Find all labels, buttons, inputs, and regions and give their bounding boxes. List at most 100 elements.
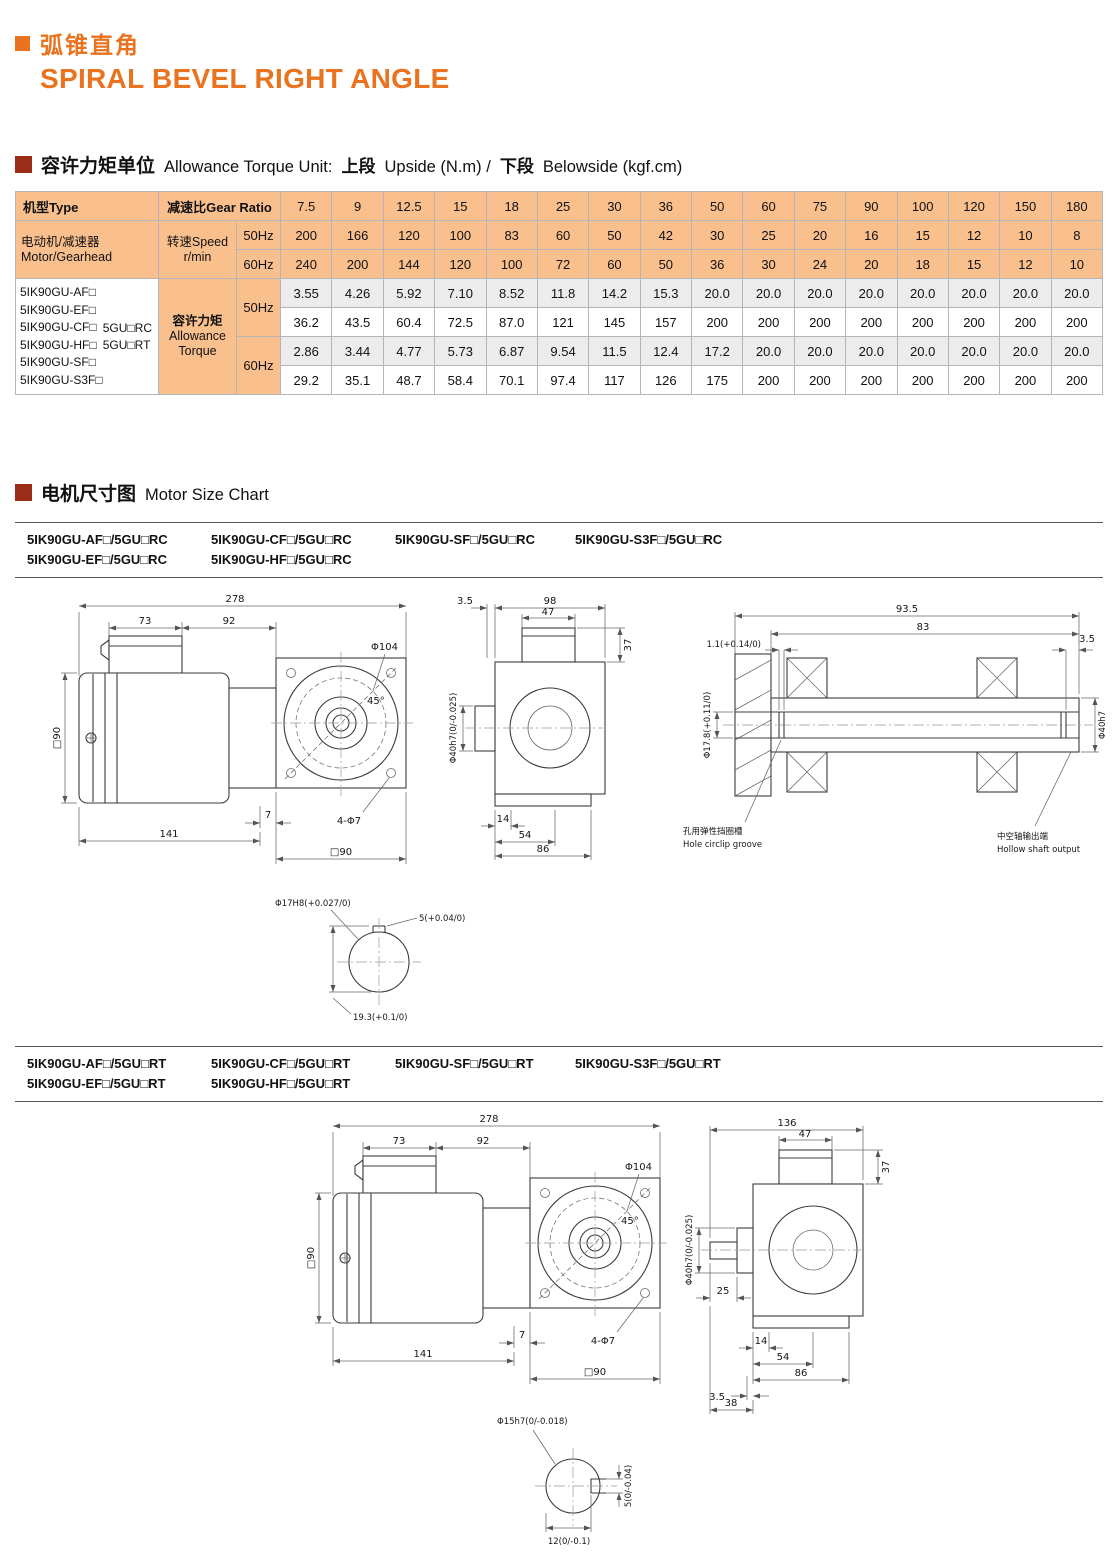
value-cell: 175 [690,365,744,395]
allowance-torque-header: 容许力矩 Allowance Torque [158,278,237,395]
dim-s14-label: 14 [755,1336,768,1347]
motor-header-cn: 电动机/减速器 [21,234,100,249]
rc-keyway-detail-drawing: Φ17H8(+0.027/0) 5(+0.04/0) 19.3(+0.1/0) [275,899,465,1023]
dim-across-label: 12(0/-0.1) [548,1537,590,1547]
dim-groove-w-label: 1.1(+0.14/0) [707,640,761,650]
value-cell: 100 [434,220,487,250]
value-cell: 200 [999,365,1052,395]
value-cell: 200 [845,307,898,337]
size-chart-heading-cn: 电机尺寸图 [41,484,137,505]
hz60-header: 60Hz [236,249,281,279]
value-cell: 97.4 [536,365,590,395]
dim-s54-label: 54 [519,830,532,841]
value-cell: 50 [639,249,693,279]
terminal-box [354,1155,437,1194]
value-cell: 2.86 [279,336,333,366]
value-cell: 200 [947,365,1001,395]
value-cell: 36 [690,249,744,279]
model-name: 5IK90GU-S3F□ [20,372,103,387]
value-cell: 10 [999,220,1052,250]
page-title-en: SPIRAL BEVEL RIGHT ANGLE [40,63,450,94]
dim-offset-label: 3.5 [457,596,473,607]
torque-section-heading: 容许力矩单位 Allowance Torque Unit: 上段 Upside … [15,151,1105,178]
value-cell: 200 [690,307,744,337]
terminal-box [100,635,183,674]
value-cell: 157 [639,307,693,337]
model-name: 5IK90GU-AF□ [20,285,96,299]
motor-gearhead-header: 电动机/减速器 Motor/Gearhead [15,220,159,279]
value-cell: 43.5 [331,307,384,337]
value-cell: 100 [896,191,949,221]
value-cell: 15 [947,249,1001,279]
value-cell: 3.55 [279,278,333,308]
gearhead-body [701,1183,864,1329]
dim-total-label: 278 [479,1114,498,1125]
value-cell: 9 [331,191,384,221]
allowance-header-en1: Allowance [169,329,226,343]
dim-total-label: 278 [225,594,244,605]
dim-motor-len-label: 141 [159,829,178,840]
model-variant-label: 5IK90GU-S3F□/5GU□RT [575,1056,721,1071]
shaft-with-keyway [535,1448,617,1526]
value-cell: 120 [947,191,1001,221]
value-cell: 20.0 [896,278,949,308]
value-cell: 20.0 [742,278,795,308]
value-cell: 58.4 [434,365,487,395]
orange-square-icon [15,35,30,51]
dim-circle-label: Φ104 [625,1162,652,1173]
dim-s86-label: 86 [537,844,550,855]
dim-keyway-width-label: 5(+0.04/0) [419,914,465,924]
value-cell: 20.0 [690,278,744,308]
value-cell: 126 [639,365,693,395]
rt-drawings: 278 73 92 [15,1102,1103,1547]
dim-shaft-d-label: Φ40h7(0/-0.025) [685,1215,695,1286]
value-cell: 20.0 [793,336,847,366]
model-variant-label: 5IK90GU-EF□/5GU□RC [27,552,167,567]
torque-belowside-cn: 下段 [499,157,534,176]
value-cell: 3.44 [331,336,384,366]
value-cell: 20.0 [999,336,1052,366]
value-cell: 20.0 [1050,278,1104,308]
dim-box-h-label: 37 [881,1161,892,1174]
dim-flange-label: □90 [330,847,352,858]
rc-front-view-drawing: 3.5 98 47 37 Φ40h7(0/-0.025) 14 [449,596,634,860]
value-cell: 20 [793,220,847,250]
value-cell: 36 [639,191,693,221]
value-cell: 5.92 [382,278,436,308]
hollow-shaft [723,697,1093,753]
value-cell: 20.0 [1050,336,1104,366]
value-cell: 15 [434,191,487,221]
page-title-block: 弧锥直角 SPIRAL BEVEL RIGHT ANGLE [15,0,1105,95]
dim-motor-len-label: 141 [413,1349,432,1360]
hz50-row-label: 50Hz [236,278,281,337]
dim-shaft-len-label: 25 [717,1286,730,1297]
value-cell: 70.1 [485,365,538,395]
model-name: 5IK90GU-SF□ [20,355,96,369]
dim-s86-label: 86 [795,1368,808,1379]
value-cell: 87.0 [485,307,538,337]
value-cell: 60 [588,249,641,279]
speed-header: 转速Speed r/min [158,220,237,279]
dim-box-h-label: 37 [623,639,634,652]
size-chart-heading: 电机尺寸图 Motor Size Chart [15,479,1105,506]
model-variant-label: 5IK90GU-CF□/5GU□RT [211,1056,351,1071]
dim-end-label: 3.5 [1079,634,1095,645]
dim-depth-label: 19.3(+0.1/0) [353,1013,407,1023]
type-header: 机型Type [15,191,159,221]
dim-box-label: 47 [799,1129,812,1140]
dim-a-label: 73 [139,616,152,627]
model-variant-label: 5IK90GU-SF□/5GU□RC [395,532,535,547]
dim-gap-label: 7 [519,1330,525,1341]
dim-circle-label: Φ104 [371,642,398,653]
value-cell: 150 [999,191,1052,221]
model-name-list: 5IK90GU-AF□5IK90GU-EF□5IK90GU-CF□5IK90GU… [20,284,103,389]
model-variant-label: 5IK90GU-CF□/5GU□RC [211,532,352,547]
value-cell: 60.4 [382,307,436,337]
value-cell: 6.87 [485,336,538,366]
value-cell: 75 [793,191,847,221]
